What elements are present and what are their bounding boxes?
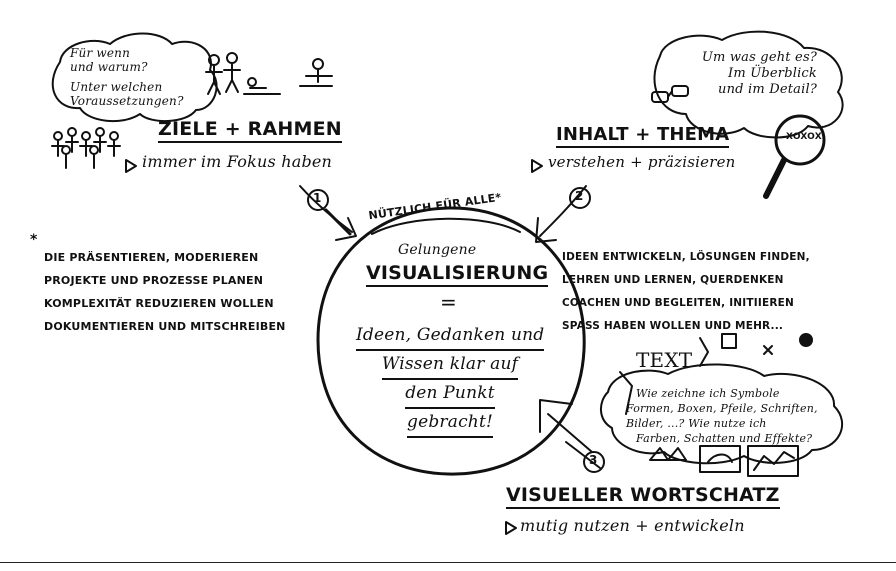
left-list: DIE PRÄSENTIEREN, MODERIEREN PROJEKTE UN… — [44, 246, 286, 338]
cloud-top-right — [653, 30, 844, 139]
magnifier-text: XOXOX — [786, 132, 822, 142]
arrow-3 — [539, 399, 593, 453]
cloud-top-left — [51, 32, 218, 123]
magnifier-lens — [774, 114, 826, 166]
arrow-2 — [535, 185, 587, 243]
list-item: LEHREN UND LERNEN, QUERDENKEN — [562, 274, 784, 286]
cloud-text-top-right: Um was geht es? Im Überblick und im Deta… — [690, 50, 817, 98]
center-line: Ideen, Gedanken und — [356, 322, 545, 351]
section-title-ziele: ZIELE + RAHMEN — [158, 118, 342, 143]
list-item: COACHEN UND BEGLEITEN, INITIIEREN — [562, 297, 794, 309]
list-item: IDEEN ENTWICKELN, LÖSUNGEN FINDEN, — [562, 251, 810, 263]
list-item: SPASS HABEN WOLLEN UND MEHR... — [562, 320, 784, 332]
center-equals: = — [440, 290, 457, 314]
bullet-marker-left — [125, 159, 137, 173]
step-1-circle — [307, 189, 329, 211]
sketch-symbols — [619, 333, 813, 477]
center-body: Ideen, Gedanken und Wissen klar auf den … — [356, 322, 545, 438]
cloud-text-top-left: Für wenn und warum? Unter welchen Voraus… — [70, 46, 184, 108]
cloud-bottom-right — [600, 363, 844, 465]
cloud-line: Wie zeichne ich Symbole — [636, 387, 780, 400]
step-3-circle — [583, 451, 605, 473]
cloud-line: Im Überblick — [728, 66, 817, 81]
section-subtitle-inhalt: verstehen + präzisieren — [548, 153, 736, 171]
cloud-line: Unter welchen — [70, 80, 163, 94]
cloud-line: und warum? — [70, 60, 148, 74]
step-number-3: 3 — [589, 453, 598, 467]
center-title-small: Gelungene — [398, 242, 477, 258]
people-group-icon — [205, 52, 333, 95]
magnifier-handle — [763, 157, 787, 199]
center-line: den Punkt — [405, 380, 495, 409]
list-item: KOMPLEXITÄT REDUZIEREN WOLLEN — [44, 297, 274, 310]
cloud-line: Bilder, ...? Wie nutze ich — [626, 417, 767, 430]
right-list: IDEEN ENTWICKELN, LÖSUNGEN FINDEN, LEHRE… — [562, 246, 810, 338]
section-subtitle-wortschatz: mutig nutzen + entwickeln — [520, 516, 745, 535]
step-number-2: 2 — [575, 189, 584, 203]
center-line: Wissen klar auf — [381, 351, 519, 380]
cloud-line: Für wenn — [70, 46, 131, 60]
step-number-1: 1 — [313, 191, 322, 205]
bullet-marker-bottom — [505, 521, 517, 535]
binoculars-icon — [651, 85, 689, 103]
list-item: PROJEKTE UND PROZESSE PLANEN — [44, 274, 264, 287]
crowd-icon — [51, 127, 121, 169]
bullet-marker-right — [531, 159, 543, 173]
cloud-line: Um was geht es? — [701, 50, 817, 65]
section-subtitle-ziele: immer im Fokus haben — [142, 152, 333, 171]
cloud-line: Formen, Boxen, Pfeile, Schriften, — [626, 402, 818, 415]
center-circle — [316, 206, 586, 476]
left-list-marker: * — [30, 232, 38, 248]
list-item: DIE PRÄSENTIEREN, MODERIEREN — [44, 251, 259, 264]
section-title-inhalt: INHALT + THEMA — [556, 124, 730, 148]
cloud-text-bottom-right: Wie zeichne ich Symbole Formen, Boxen, P… — [626, 386, 818, 446]
cloud-line: Farben, Schatten und Effekte? — [636, 432, 813, 445]
list-item: DOKUMENTIEREN UND MITSCHREIBEN — [44, 320, 286, 333]
center-line: gebracht! — [406, 409, 494, 438]
cloud-line: und im Detail? — [718, 82, 817, 97]
cloud-line: Voraussetzungen? — [70, 94, 184, 108]
step-2-circle — [569, 187, 591, 209]
section-title-wortschatz: VISUELLER WORTSCHATZ — [506, 484, 780, 509]
center-title-big: VISUALISIERUNG — [366, 262, 549, 287]
bottom-divider — [0, 562, 896, 571]
text-label: TEXT — [636, 348, 693, 372]
